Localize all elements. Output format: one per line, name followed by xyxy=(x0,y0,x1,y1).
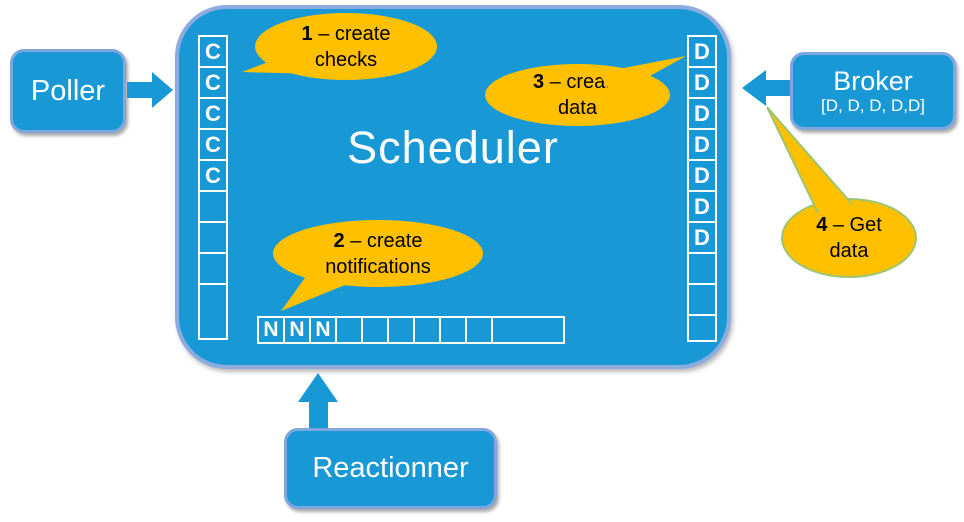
broker-sublabel: [D, D, D, D,D] xyxy=(821,96,925,115)
data-queue-tail-cell xyxy=(687,314,717,342)
queue-cell: D xyxy=(687,128,717,161)
scheduler-title: Scheduler xyxy=(347,122,559,173)
queue-cell xyxy=(687,283,717,316)
queue-cell xyxy=(361,316,389,344)
queue-cell: D xyxy=(687,159,717,192)
queue-cell: C xyxy=(198,97,228,130)
reactionner-node: Reactionner xyxy=(284,428,497,509)
queue-cell xyxy=(198,221,228,254)
checks-queue-tail-cell xyxy=(198,283,228,340)
broker-label: Broker xyxy=(833,66,913,96)
queue-cell: C xyxy=(198,66,228,99)
poller-label: Poller xyxy=(30,74,106,107)
scheduler-box xyxy=(175,5,731,369)
callout-text-line2: notifications xyxy=(325,255,431,278)
queue-cell: N xyxy=(309,316,337,344)
queue-cell: N xyxy=(283,316,311,344)
callout-get-data: 4 – Get data xyxy=(781,198,917,278)
broker-to-scheduler-arrow xyxy=(742,70,790,106)
queue-cell: D xyxy=(687,66,717,99)
queue-cell: D xyxy=(687,190,717,223)
callout-text-line2: data xyxy=(558,97,597,119)
callout-create-checks: 1 – create checks xyxy=(255,13,437,80)
callout-create-notifications: 2 – create notifications xyxy=(273,220,483,287)
queue-cell xyxy=(439,316,467,344)
poller-node: Poller xyxy=(10,49,126,133)
callout-text: – create xyxy=(544,71,622,93)
queue-cell: C xyxy=(198,35,228,68)
queue-cell xyxy=(387,316,415,344)
reactionner-label: Reactionner xyxy=(312,452,469,484)
callout-number: 4 xyxy=(816,214,828,236)
callout-text-line2: data xyxy=(829,240,869,262)
queue-cell: C xyxy=(198,159,228,192)
queue-cell: D xyxy=(687,97,717,130)
queue-cell: C xyxy=(198,128,228,161)
notifications-queue-tail-cell xyxy=(491,316,565,344)
queue-cell xyxy=(198,190,228,223)
callout-text: – create xyxy=(344,229,423,252)
callout-text: – create xyxy=(312,22,391,45)
queue-cell xyxy=(413,316,441,344)
queue-cell xyxy=(465,316,493,344)
poller-to-scheduler-arrow xyxy=(127,72,173,108)
broker-node: Broker [D, D, D, D,D] xyxy=(790,52,956,130)
callout-number: 3 xyxy=(533,71,545,93)
callout-text: – Get xyxy=(827,214,882,236)
reactionner-to-scheduler-arrow xyxy=(298,373,338,428)
queue-cell xyxy=(198,252,228,285)
queue-cell: D xyxy=(687,35,717,68)
queue-cell: N xyxy=(257,316,285,344)
callout-number: 1 xyxy=(301,22,313,45)
callout-number: 2 xyxy=(333,229,345,252)
callout-create-data: 3 – create data xyxy=(485,64,670,126)
queue-cell xyxy=(335,316,363,344)
queue-cell: D xyxy=(687,221,717,254)
queue-cell xyxy=(687,252,717,285)
callout-text-line2: checks xyxy=(314,48,378,71)
